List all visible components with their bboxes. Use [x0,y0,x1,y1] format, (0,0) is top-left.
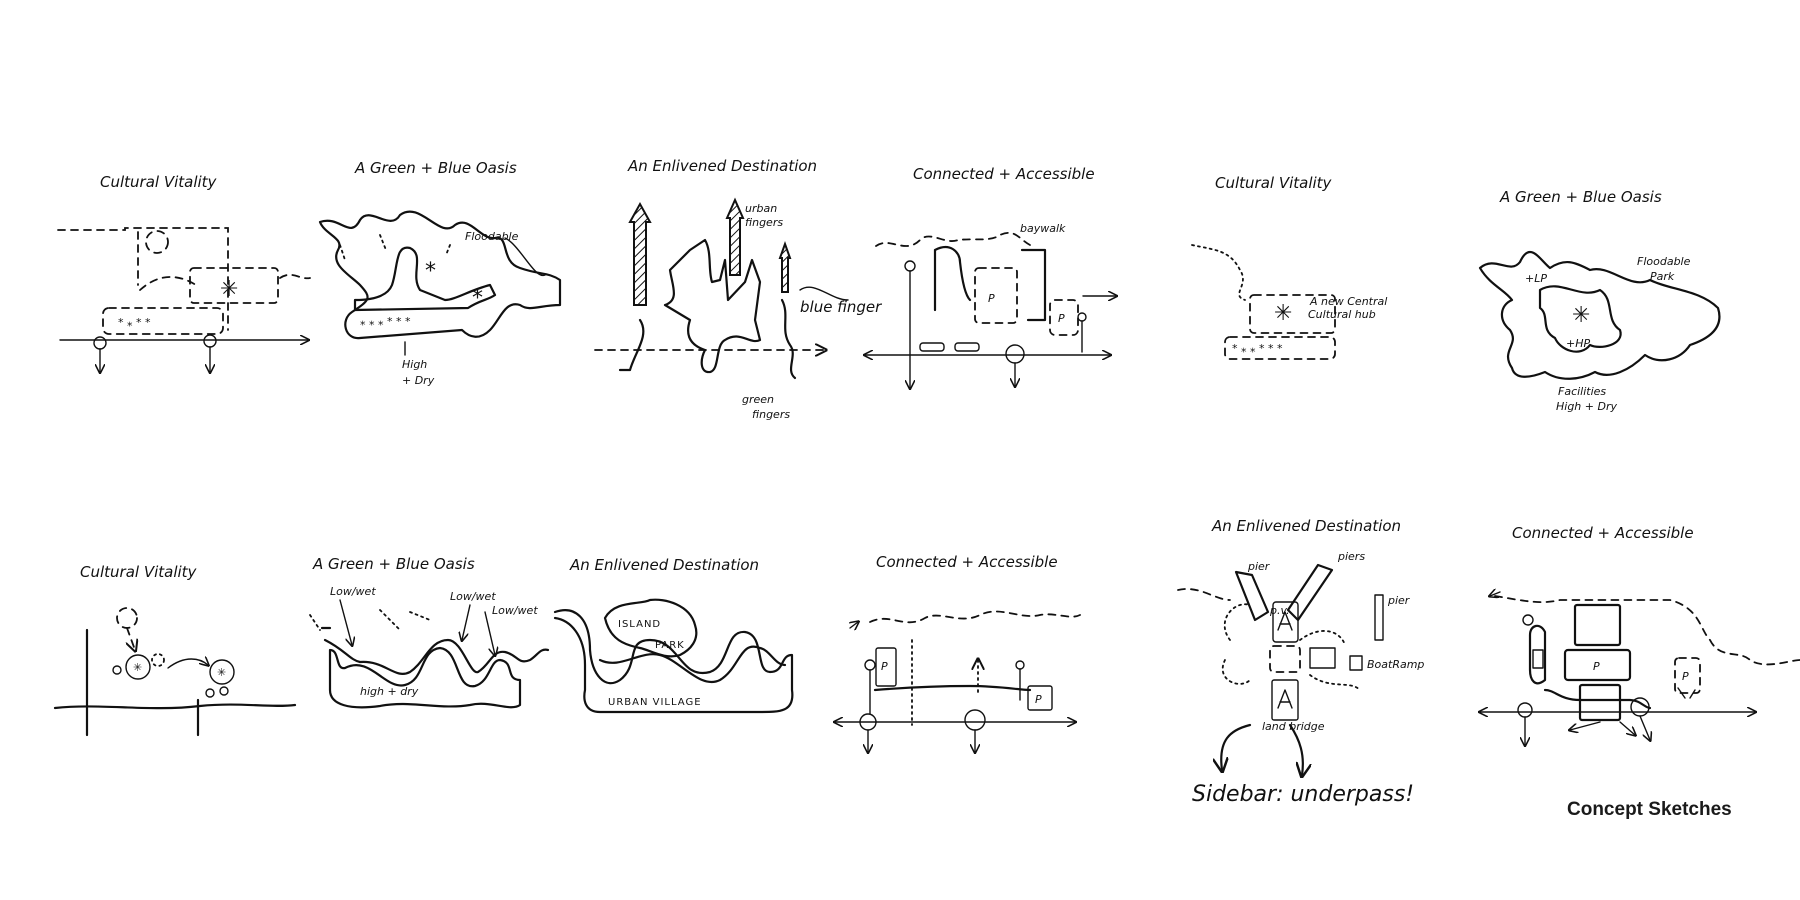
sketch-connected-accessible-2: Connected + Accessible P P [835,553,1081,752]
label-high-dry: High + Dry [1556,400,1617,413]
sketch-title: A Green + Blue Oasis [354,159,517,177]
sketch-green-blue-oasis-3: A Green + Blue Oasis Low/wet Low/wet Low… [309,555,550,709]
dots-icon: * ⁎ ⁎ * * * [1232,342,1283,355]
label-baywalk: baywalk [1020,222,1066,235]
star-icon: ✳ [1274,301,1292,326]
sketch-green-blue-oasis-1: A Green + Blue Oasis Floodable * * ⁎ ⁎ ⁎… [318,159,562,387]
label-dry: + Dry [402,374,435,387]
label-urban: urban [745,202,777,215]
label-high: High [402,358,427,371]
label-green-fingers: fingers [752,408,790,421]
dots-icon: ⁎ ⁎ ⁎ * * * [360,315,411,328]
sketch-cultural-vitality-3: Cultural Vitality ✳ ✳ [53,563,297,737]
parking-icon: P [1682,670,1689,683]
star-icon: ✳ [133,661,142,674]
star-icon: * [472,286,483,311]
label-floodable: Floodable [1637,255,1691,268]
parking-icon: P [988,292,995,305]
sketch-title: Connected + Accessible [913,165,1095,183]
sketch-connected-accessible-3: Connected + Accessible P P [1480,524,1800,745]
sketch-title: An Enlivened Destination [569,556,759,574]
label-pier: pier [1247,560,1271,573]
label-low-wet: Low/wet [450,590,496,603]
label-boat-ramp: BoatRamp [1367,658,1424,671]
label-hp: +HP [1566,337,1590,350]
sketch-title: Cultural Vitality [80,563,198,581]
sketch-enlivened-destination-3: An Enlivened Destination pier piers pier… [1177,517,1424,807]
sketch-connected-accessible-1: Connected + Accessible P P baywalk [865,165,1116,388]
label-pier: pier [1387,594,1411,607]
parking-icon: P [881,660,888,673]
label-pv: p.v. [1269,604,1290,617]
sketch-title: Connected + Accessible [876,553,1058,571]
parking-icon: P [1035,693,1042,706]
sketch-title: An Enlivened Destination [627,157,817,175]
sketch-title: A Green + Blue Oasis [1499,188,1662,206]
dots-icon: * ⁎ * * [118,316,151,329]
label-urban-village: URBAN VILLAGE [608,697,702,708]
star-icon: ✳ [217,666,226,679]
label-park: Park [1650,270,1675,283]
sketch-enlivened-destination-1: An Enlivened Destination urban fingers b… [594,157,882,421]
star-icon: ✳ [1572,303,1590,328]
label-piers: piers [1337,550,1365,563]
sketch-title: An Enlivened Destination [1211,517,1401,535]
label-low-wet: Low/wet [330,585,376,598]
label-land-bridge: land bridge [1262,720,1325,733]
label-facilities: Facilities [1558,385,1606,398]
sketch-title: Cultural Vitality [1215,174,1333,192]
label-high-dry: high + dry [360,685,419,698]
label-lp: +LP [1525,272,1547,285]
label-low-wet: Low/wet [492,604,538,617]
label-floodable: Floodable [465,230,519,243]
label-new-central: A new Central [1309,295,1387,308]
sketch-title: Cultural Vitality [100,173,218,191]
label-park: PARK [655,640,685,651]
label-cultural-hub: Cultural hub [1308,308,1376,321]
label-fingers: fingers [745,216,783,229]
label-green: green [742,393,774,406]
parking-icon: P [1593,660,1600,673]
label-blue-finger: blue finger [800,298,882,316]
sketch-cultural-vitality-1: Cultural Vitality ✳ * ⁎ * * [57,173,311,372]
page-title: Concept Sketches [1567,799,1732,820]
sketch-title: Connected + Accessible [1512,524,1694,542]
sketch-cultural-vitality-2: Cultural Vitality ✳ * ⁎ ⁎ * * * A new Ce… [1191,174,1387,360]
sketch-green-blue-oasis-2: A Green + Blue Oasis ✳ +LP +HP Floodable… [1478,188,1721,413]
label-sidebar: Sidebar: underpass! [1192,782,1414,807]
parking-icon: P [1058,312,1065,325]
star-icon: * [425,259,436,284]
label-island: ISLAND [618,619,661,630]
sketch-enlivened-destination-2: An Enlivened Destination ISLAND PARK URB… [553,556,794,714]
star-icon: ✳ [220,277,238,302]
sketch-title: A Green + Blue Oasis [312,555,475,573]
